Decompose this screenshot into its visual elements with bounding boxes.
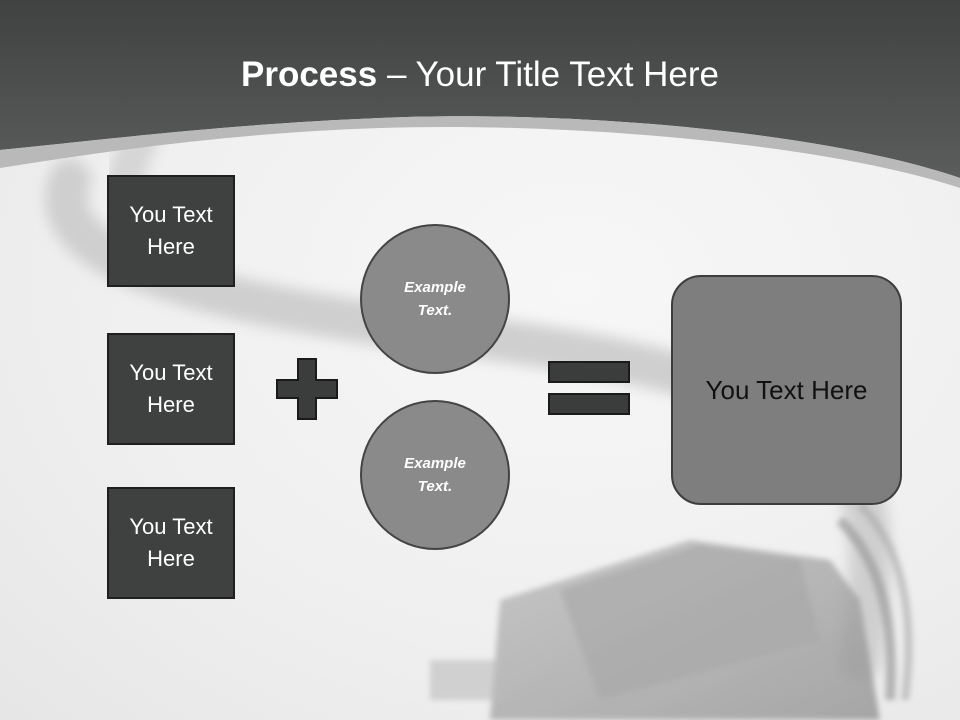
result-box: You Text Here <box>671 275 902 505</box>
example-circle-1: Example Text. <box>360 224 510 374</box>
slide-title: Process – Your Title Text Here <box>0 52 960 98</box>
equals-sign-icon <box>548 361 630 415</box>
title-rest: – Your Title Text Here <box>377 55 719 94</box>
input-box-3: You Text Here <box>107 487 235 599</box>
input-box-2: You Text Here <box>107 333 235 445</box>
example-circle-2: Example Text. <box>360 400 510 550</box>
title-bold: Process <box>241 55 378 94</box>
plus-sign-icon <box>276 358 338 420</box>
header-band <box>0 0 960 188</box>
input-box-1: You Text Here <box>107 175 235 287</box>
